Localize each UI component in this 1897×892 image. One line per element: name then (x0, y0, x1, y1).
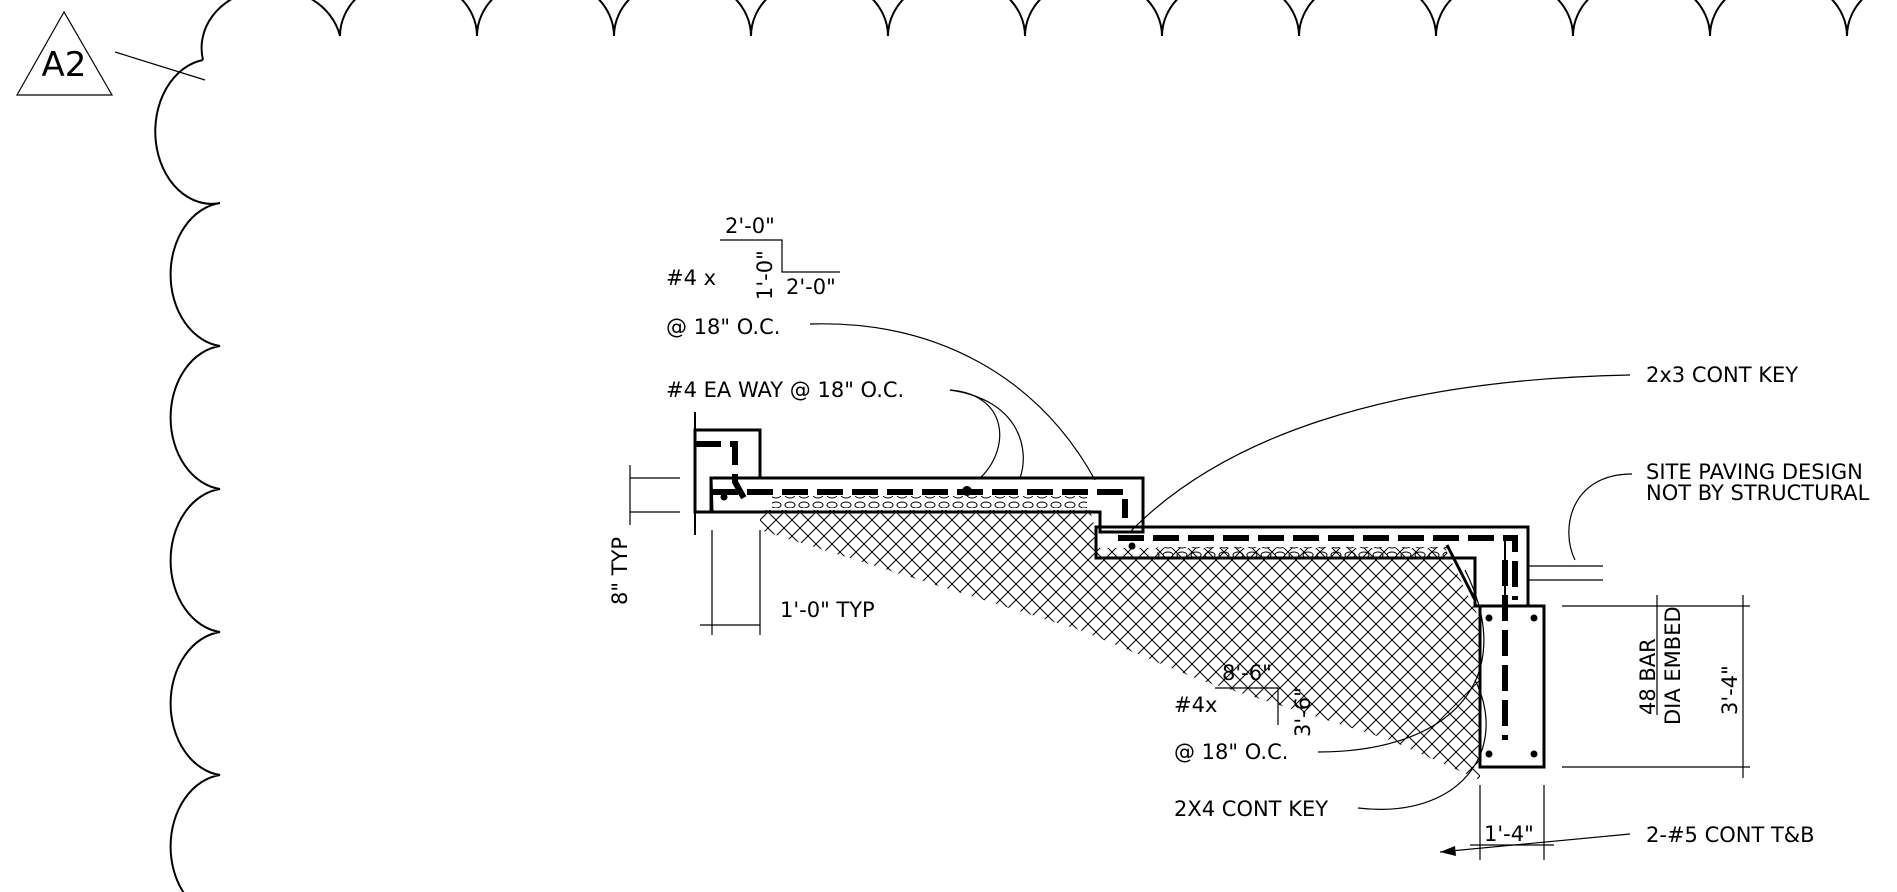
embed-line1: 48 BAR (1636, 638, 1660, 715)
leader-lines (809, 323, 1633, 856)
revision-tag-label: A2 (42, 45, 87, 85)
rebar (695, 441, 1538, 758)
revision-cloud (154, 0, 1863, 892)
upper-slab (693, 412, 1145, 535)
cont-key-2x4-callout: 2X4 CONT KEY (1174, 797, 1328, 821)
typ-8-dim: 8" TYP (608, 537, 632, 605)
bent-bar-leg-dim: 2'-0" (786, 275, 836, 299)
footing-bar-spacing: @ 18" O.C. (1174, 740, 1288, 764)
ea-way-callout: #4 EA WAY @ 18" O.C. (666, 378, 904, 402)
dimension-lines (629, 465, 1750, 860)
bent-bar-top-dim: 2'-0" (725, 214, 775, 238)
cont-tb-callout: 2-#5 CONT T&B (1646, 823, 1815, 847)
soil-hatch (760, 510, 1480, 780)
bent-bar-height-dim: 1'-0" (753, 250, 777, 300)
revision-triangle-tag: A2 (15, 10, 206, 96)
cont-key-2x3-callout: 2x3 CONT KEY (1646, 363, 1798, 387)
site-paving-line2: NOT BY STRUCTURAL (1646, 481, 1870, 505)
bent-bar-shape-upper (720, 239, 840, 273)
footing-bar-prefix: #4x (1174, 693, 1217, 717)
footing-bar-leg-dim: 3'-6" (1291, 687, 1315, 737)
width-dim: 1'-4" (1484, 822, 1534, 846)
bent-bar-shape-lower (1215, 687, 1279, 725)
gravel-layer-lower (1157, 547, 1447, 559)
gravel-layer-upper (772, 496, 1087, 508)
typ-1-0-dim: 1'-0" TYP (780, 598, 875, 622)
bent-bar-spacing: @ 18" O.C. (666, 315, 780, 339)
bent-bar-prefix: #4 x (666, 266, 716, 290)
embed-line2: DIA EMBED (1661, 606, 1685, 725)
footing-bar-top-dim: 8'-6" (1222, 661, 1272, 685)
site-paving-line1: SITE PAVING DESIGN (1646, 460, 1863, 484)
depth-dim: 3'-4" (1718, 665, 1742, 715)
lower-slab (1094, 525, 1530, 608)
